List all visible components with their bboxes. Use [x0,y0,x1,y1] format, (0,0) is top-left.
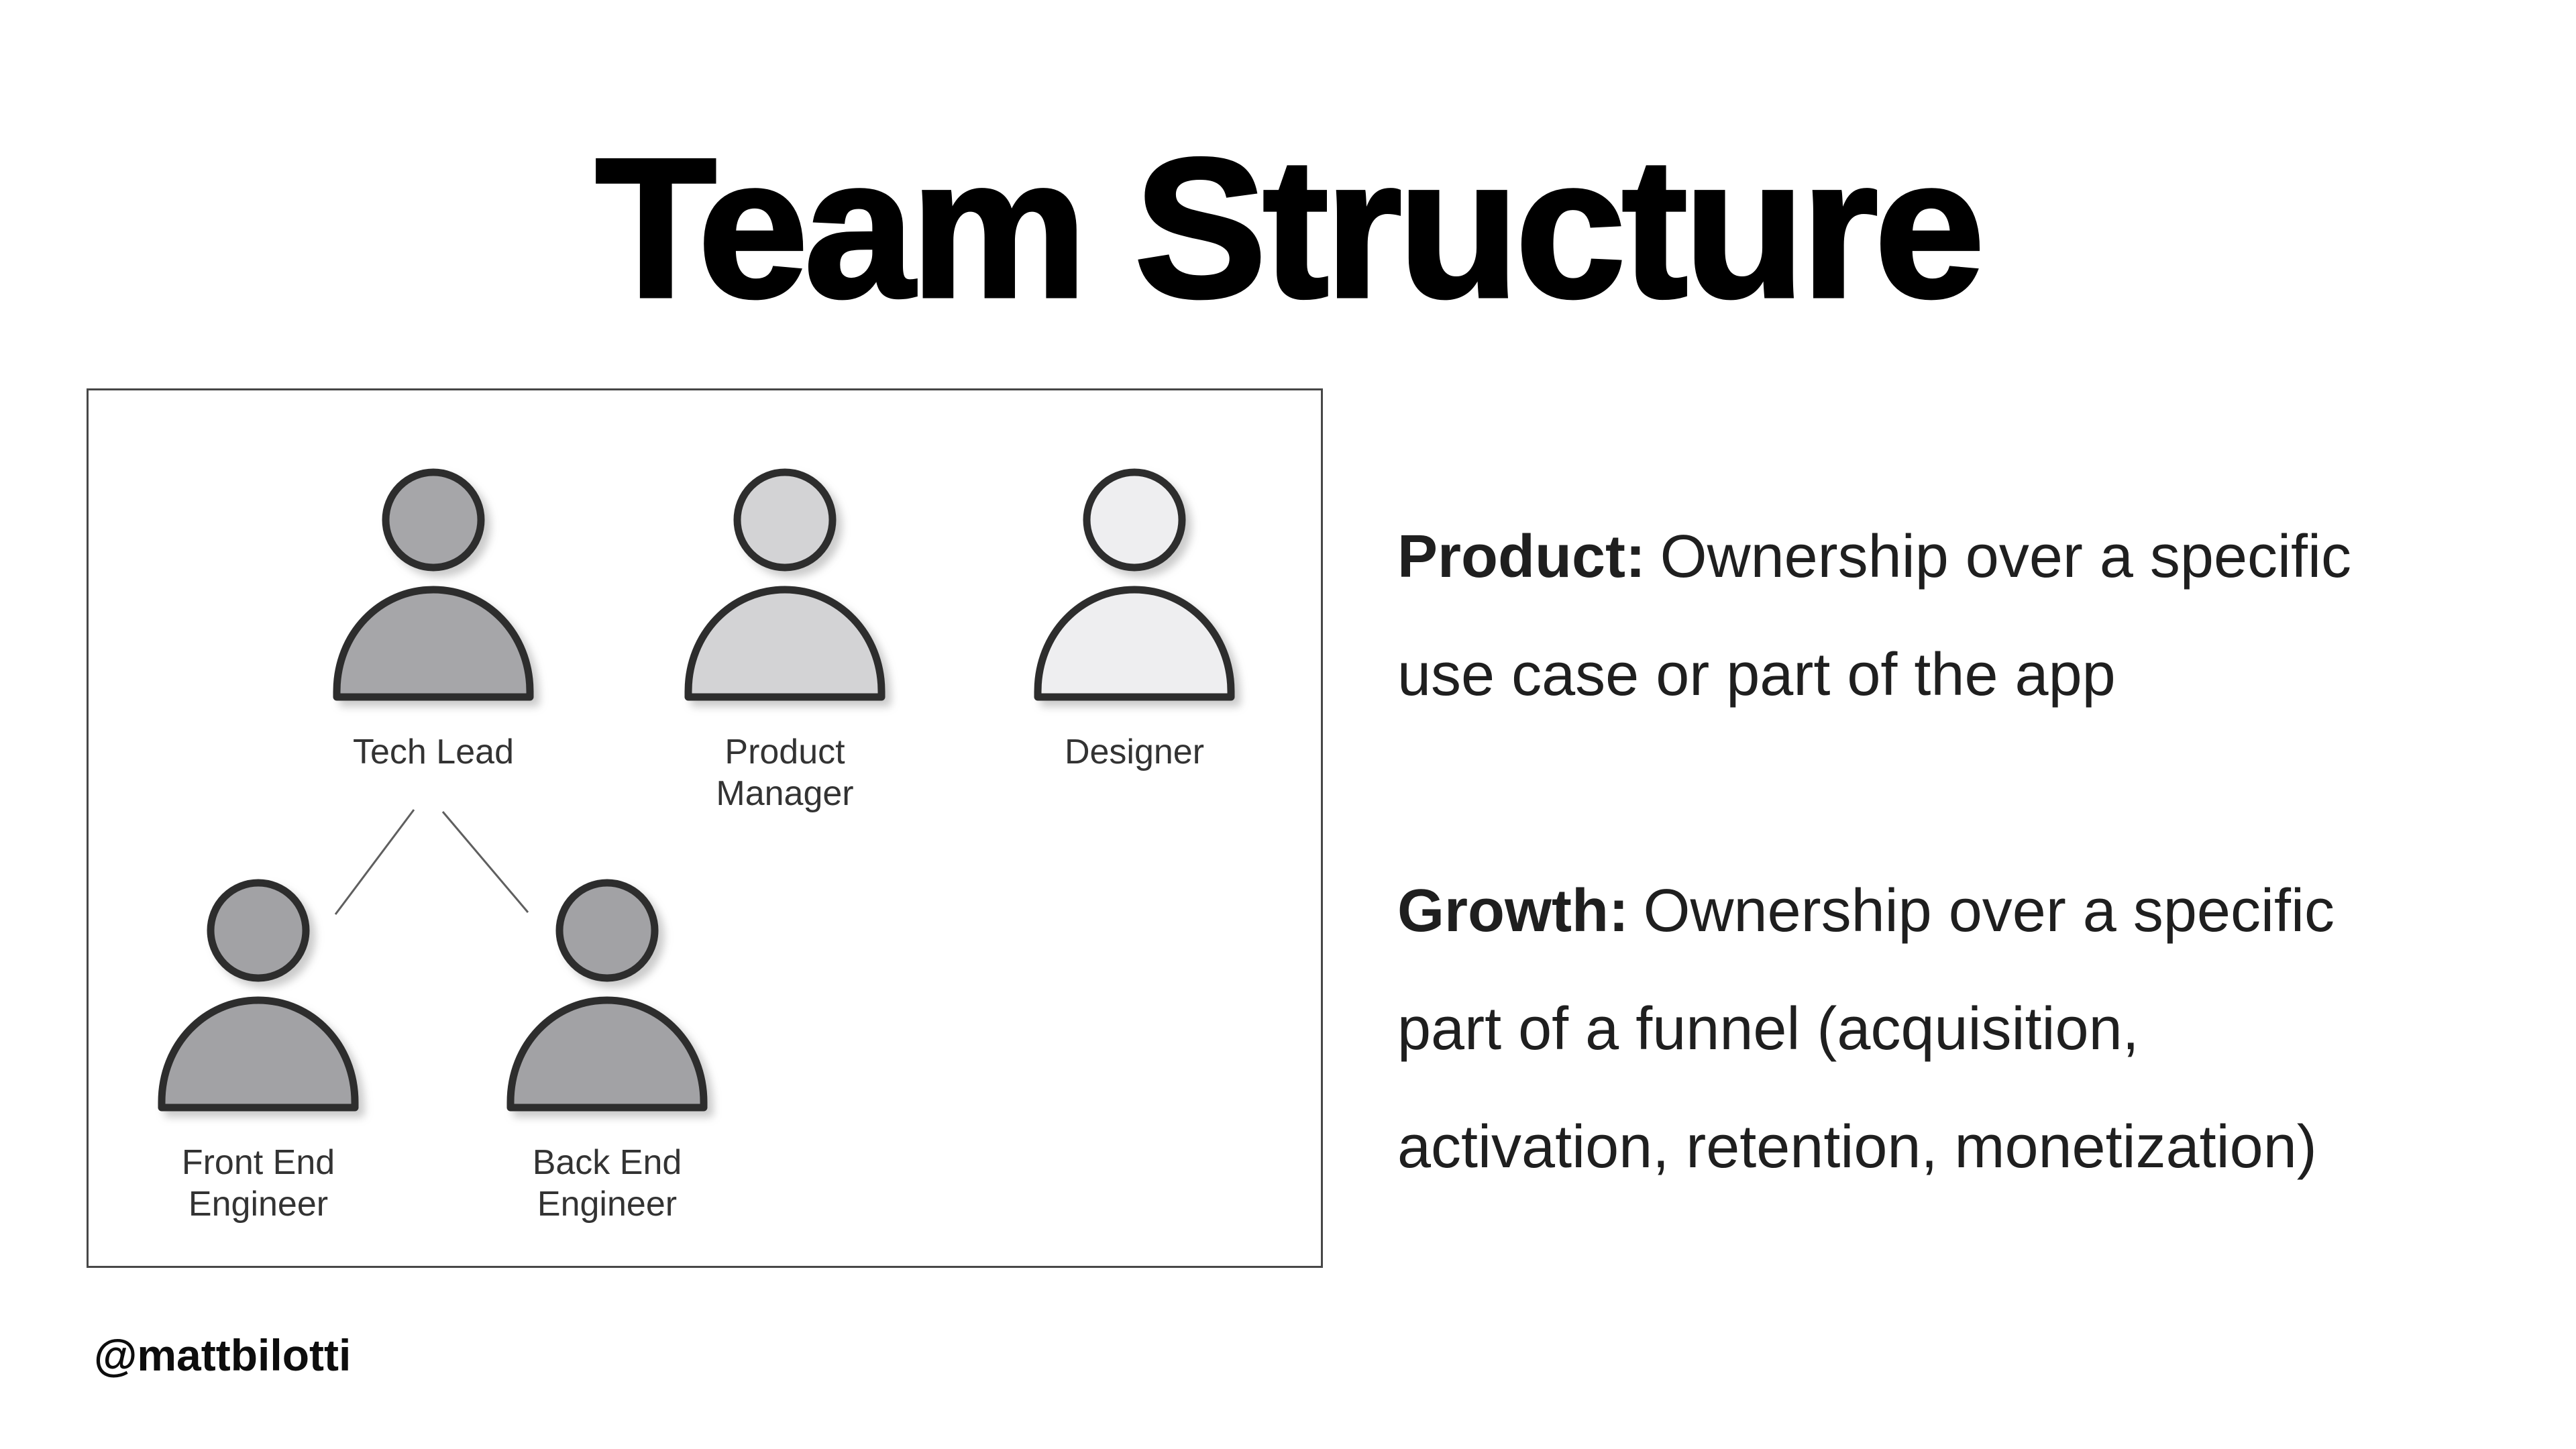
person-head [1083,468,1186,572]
person-label-product-manager: Product Manager [716,733,854,813]
person-front-end-engineer: Front End Engineer [158,877,359,1225]
product-text-1: Ownership over a specific [1660,523,2352,590]
person-back-end-engineer: Back End Engineer [506,877,708,1225]
person-head [382,468,485,572]
person-icon [684,468,885,701]
growth-text-1: Ownership over a specific [1643,877,2334,945]
product-line-1: Product:Ownership over a specific [1397,498,2504,616]
person-body [1034,586,1235,701]
person-body [684,586,885,701]
product-paragraph: Product:Ownership over a specific use ca… [1397,498,2504,734]
growth-label: Growth: [1397,877,1629,945]
person-icon [1034,468,1235,701]
person-body [333,586,534,701]
growth-paragraph: Growth:Ownership over a specific part of… [1397,852,2504,1206]
growth-line-1: Growth:Ownership over a specific [1397,852,2504,970]
person-body [158,996,359,1112]
person-product-manager: Product Manager [684,466,885,814]
person-body [506,996,708,1112]
page-title: Team Structure [594,117,1986,339]
product-line-2: use case or part of the app [1397,641,2116,708]
person-label-designer: Designer [1064,733,1205,771]
person-head [733,468,837,572]
product-label: Product: [1397,523,1646,590]
person-label-front-end-engineer: Front End Engineer [181,1143,335,1224]
person-label-tech-lead: Tech Lead [353,733,514,771]
growth-line-3: activation, retention, monetization) [1397,1114,2317,1181]
person-label-back-end-engineer: Back End Engineer [532,1143,682,1224]
person-icon [506,879,708,1112]
person-icon [158,879,359,1112]
growth-line-2: part of a funnel (acquisition, [1397,996,2139,1063]
person-tech-lead: Tech Lead [333,466,534,773]
person-icon [333,468,534,701]
author-handle: @mattbilotti [94,1330,352,1380]
person-head [207,879,310,982]
person-head [555,879,659,982]
definitions-panel: Product:Ownership over a specific use ca… [1397,498,2504,1206]
person-designer: Designer [1034,466,1235,773]
